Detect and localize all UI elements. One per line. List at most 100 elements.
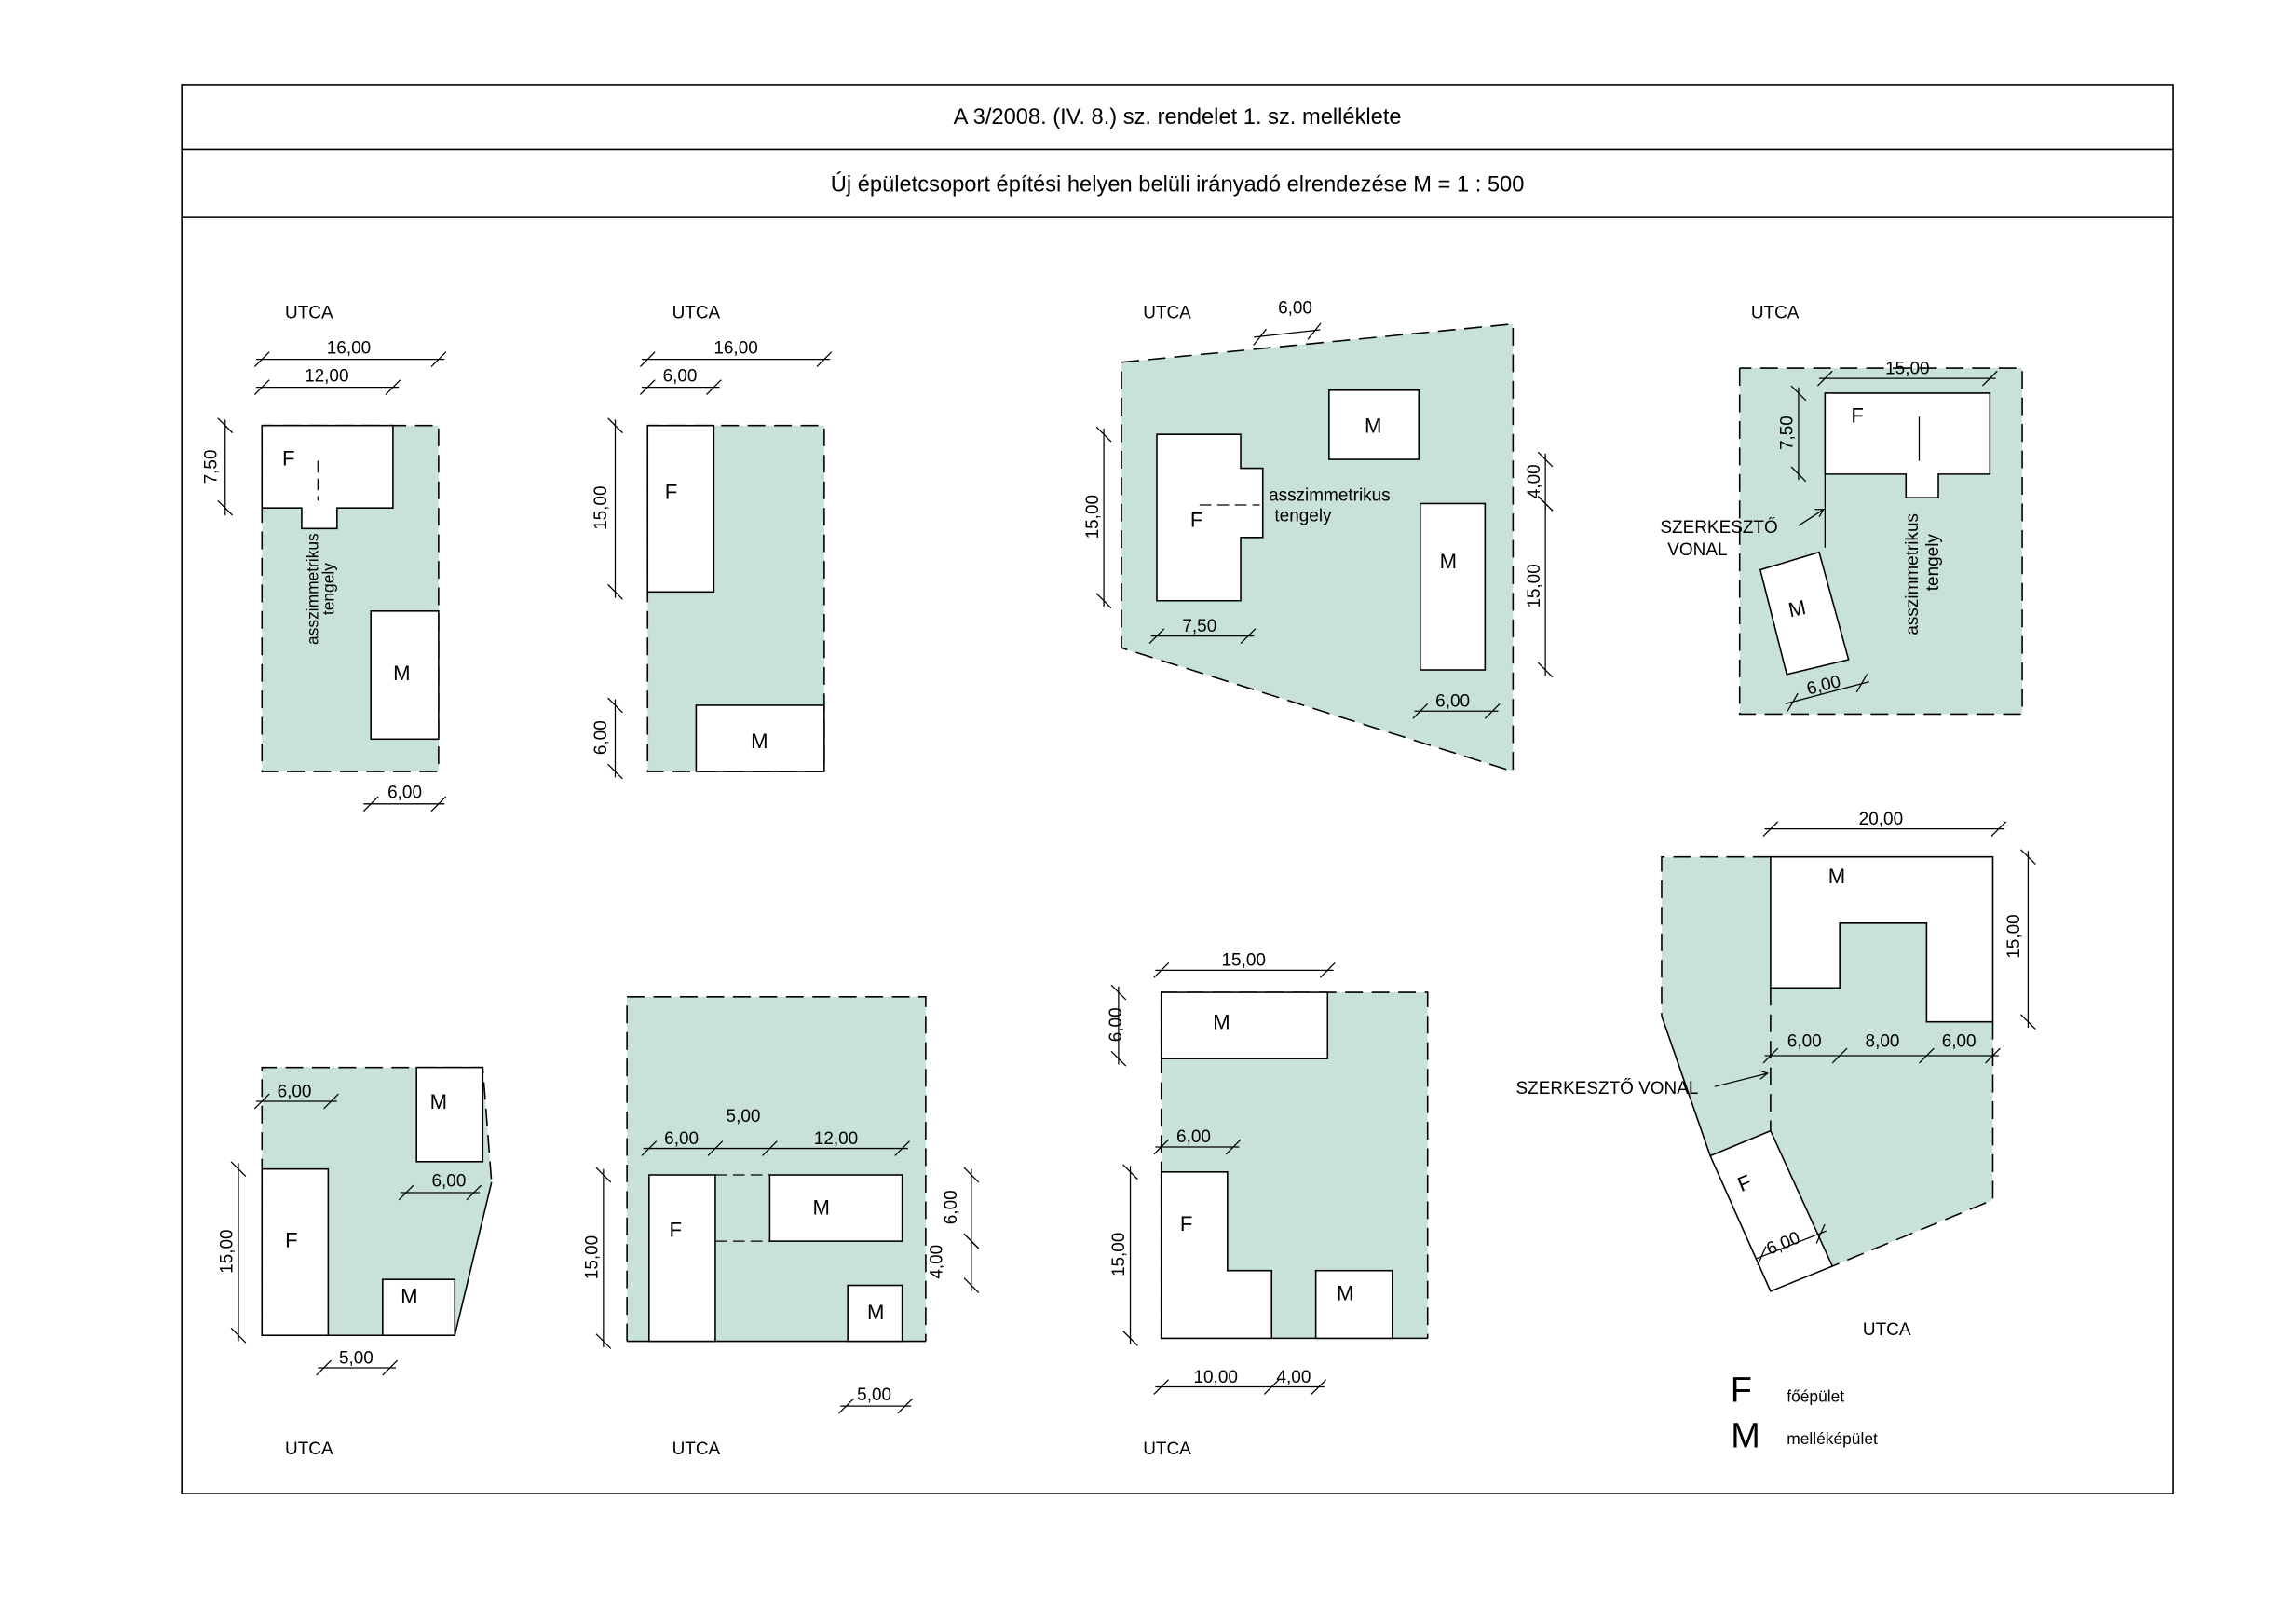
- dimension-tick: [382, 1359, 399, 1376]
- dimension-tick: [963, 1167, 980, 1183]
- construction-line-label: SZERKESZTŐ: [1660, 517, 1777, 538]
- dimension-tick: [1537, 496, 1554, 512]
- main-building: [648, 1174, 716, 1343]
- dimension-label: 5,00: [727, 1107, 761, 1126]
- accessory-building-label: M: [1787, 595, 1808, 621]
- accessory-building-label: M: [430, 1090, 447, 1113]
- dimension-label: 6,00: [1787, 1032, 1822, 1052]
- dimension-tick: [1153, 962, 1170, 978]
- layout-diagram-8: M F SZERKESZTŐ VONAL UTCA: [1516, 855, 1994, 1340]
- dimension-tick: [1817, 370, 1833, 387]
- sheet-title: A 3/2008. (IV. 8.) sz. rendelet 1. sz. m…: [954, 105, 1402, 130]
- dimension-label: 6,00: [1278, 299, 1312, 319]
- axis-label: asszimmetrikus: [303, 533, 321, 645]
- dimension-label: 6,00: [942, 1190, 961, 1224]
- dimension-label: 10,00: [1193, 1368, 1237, 1387]
- dimension-tick: [316, 1359, 332, 1376]
- axis-label: tengely: [1923, 534, 1943, 592]
- dimension-label: 16,00: [327, 338, 371, 358]
- dimension-label: 20,00: [1859, 810, 1903, 829]
- dimension-tick: [1762, 1047, 1779, 1064]
- dimension-label: 6,00: [1435, 692, 1470, 712]
- dimension-label: 15,00: [1083, 495, 1103, 539]
- dimension-tick: [1095, 593, 1112, 609]
- axis-label: asszimmetrikus: [1269, 485, 1391, 505]
- dimension-label: 6,00: [431, 1172, 466, 1192]
- dimension-tick: [1537, 451, 1554, 468]
- dimension-tick: [607, 697, 623, 714]
- dimension-tick: [838, 1398, 854, 1414]
- dimension-tick: [230, 1161, 247, 1178]
- dimension-tick: [1790, 466, 1807, 483]
- dimension-tick: [1990, 821, 2007, 838]
- dimension-tick: [2020, 849, 2036, 866]
- dimension-tick: [1153, 1379, 1170, 1395]
- dimension-tick: [607, 583, 623, 600]
- sheet-frame: [181, 84, 2174, 1494]
- dimension-tick: [1787, 692, 1799, 712]
- main-building-label: F: [1851, 404, 1864, 428]
- dimension-tick: [595, 1167, 612, 1183]
- dimension-tick: [1153, 1139, 1170, 1155]
- dimension-tick: [253, 379, 270, 395]
- accessory-building: [847, 1284, 903, 1343]
- main-building: [1160, 1171, 1273, 1340]
- street-label: UTCA: [1751, 303, 1800, 322]
- accessory-building-label: M: [1365, 415, 1381, 438]
- main-building: [646, 424, 715, 594]
- accessory-building-label: M: [401, 1284, 417, 1307]
- dimension-tick: [362, 796, 379, 812]
- dimension-tick: [1831, 1047, 1848, 1064]
- dimension-tick: [1762, 821, 1779, 838]
- main-building-label: F: [285, 1228, 298, 1251]
- dimension-tick: [595, 1333, 612, 1349]
- legend: F főépület M melléképület: [1731, 1371, 1878, 1455]
- dimension-label: 15,00: [1221, 951, 1265, 971]
- dimension-label: 15,00: [1525, 564, 1544, 607]
- layout-diagram-1: UTCA F M asszimmetrikus tengely: [261, 303, 440, 772]
- accessory-building-label: M: [1337, 1281, 1353, 1304]
- layout-diagram-5: UTCA M F M: [261, 1066, 493, 1459]
- legend-text: főépület: [1787, 1386, 1844, 1405]
- dimension-tick: [1110, 1050, 1127, 1067]
- dimension-label: 6,00: [1107, 1007, 1126, 1042]
- layout-diagram-6: UTCA F M M: [626, 996, 927, 1459]
- dimension-tick: [1412, 703, 1429, 719]
- construction-line-label: SZERKESZTŐ VONAL: [1516, 1078, 1699, 1099]
- dimension-label: 5,00: [339, 1348, 374, 1368]
- main-building: [261, 424, 394, 530]
- layout-diagram-4: UTCA F M asszimmetrikus tengely SZERKESZ…: [1660, 303, 2023, 716]
- dimension-tick: [430, 796, 447, 812]
- dimension-tick: [1919, 1047, 1935, 1064]
- dimension-label: 12,00: [814, 1129, 858, 1149]
- dimension-tick: [762, 1140, 778, 1156]
- legend-text: melléképület: [1787, 1429, 1878, 1448]
- dimension-label: 7,50: [201, 450, 221, 484]
- dimension-tick: [1855, 674, 1868, 693]
- dimension-tick: [816, 351, 833, 367]
- dimension-tick: [253, 351, 270, 367]
- dimension-line: [1755, 1230, 1827, 1260]
- main-building: [261, 1167, 330, 1337]
- main-building-label: F: [1180, 1212, 1193, 1235]
- dimension-label: 12,00: [305, 366, 348, 386]
- dimension-tick: [894, 1140, 910, 1156]
- dimension-label: 6,00: [591, 720, 611, 755]
- accessory-building-label: M: [1213, 1011, 1230, 1034]
- accessory-building: [1160, 991, 1329, 1059]
- accessory-building-label: M: [813, 1196, 830, 1220]
- dimension-tick: [963, 1277, 980, 1293]
- dimension-tick: [430, 351, 447, 367]
- dimension-label: 6,00: [664, 1129, 699, 1149]
- dimension-tick: [398, 1184, 414, 1201]
- dimension-label: 15,00: [1109, 1233, 1129, 1276]
- dimension-tick: [641, 1140, 658, 1156]
- layout-diagram-3: UTCA F M M asszimmetrikus tengely: [1121, 303, 1515, 773]
- sheet-subtitle: Új épületcsoport építési helyen belüli i…: [831, 171, 1525, 197]
- accessory-building-label: M: [1440, 550, 1457, 573]
- dimension-label: 4,00: [1276, 1368, 1311, 1387]
- street-label: UTCA: [1143, 303, 1191, 322]
- dimension-tick: [253, 1093, 270, 1110]
- dimension-tick: [1537, 662, 1554, 678]
- dimension-tick: [385, 379, 401, 395]
